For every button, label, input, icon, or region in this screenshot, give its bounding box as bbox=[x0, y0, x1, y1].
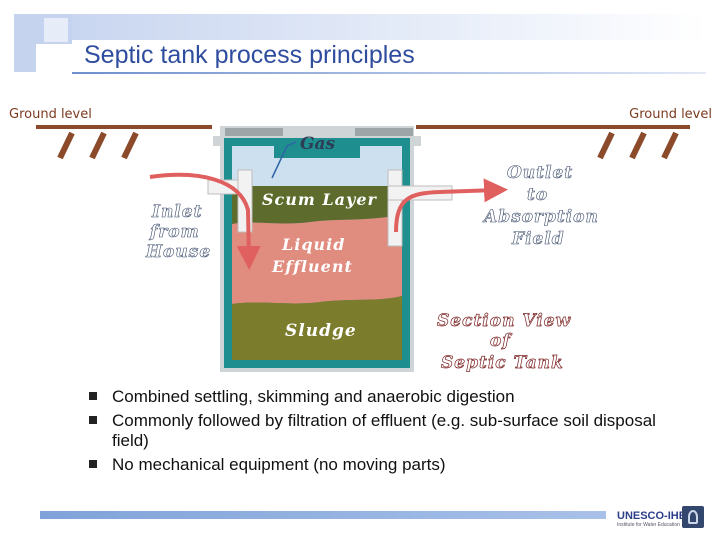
manhole-right bbox=[355, 128, 413, 136]
bullet-list: Combined settling, skimming and anaerobi… bbox=[88, 387, 658, 479]
section-view-line3: Septic Tank bbox=[441, 353, 564, 373]
unesco-ihe-logo-text: UNESCO-IHE bbox=[617, 510, 687, 522]
sludge-label: Sludge bbox=[285, 321, 357, 341]
scum-layer bbox=[232, 186, 402, 224]
bullet-item: Commonly followed by filtration of efflu… bbox=[88, 411, 658, 451]
ground-left bbox=[36, 125, 212, 160]
decorative-square-light bbox=[44, 18, 68, 42]
inlet-label-line1: Inlet bbox=[151, 202, 202, 222]
bullet-item: No mechanical equipment (no moving parts… bbox=[88, 455, 658, 475]
slide-title: Septic tank process principles bbox=[84, 41, 415, 69]
outlet-label-line3: Absorption bbox=[482, 207, 599, 227]
liquid-effluent-layer bbox=[232, 214, 402, 304]
title-underline bbox=[72, 72, 706, 74]
ground-level-label-left: Ground level bbox=[9, 107, 92, 122]
section-view-line1: Section View bbox=[437, 311, 572, 331]
inlet-label-line2: from bbox=[149, 222, 200, 242]
liquid-label-line2: Effluent bbox=[271, 257, 353, 276]
section-view-line2: of bbox=[490, 331, 512, 351]
ground-level-label-right: Ground level bbox=[629, 107, 712, 122]
manhole-left bbox=[225, 128, 283, 136]
gas-space bbox=[232, 158, 402, 190]
outflow-arrow bbox=[394, 178, 508, 233]
outlet-label-line4: Field bbox=[511, 229, 565, 249]
outlet-label-line2: to bbox=[527, 185, 548, 205]
liquid-label-line1: Liquid bbox=[281, 235, 345, 254]
sludge-layer bbox=[232, 296, 402, 360]
unesco-ihe-logo-icon bbox=[682, 506, 704, 528]
decorative-square-white bbox=[36, 44, 72, 72]
gas-label: Gas bbox=[300, 134, 336, 154]
gas-pointer bbox=[271, 141, 297, 179]
bullet-item: Combined settling, skimming and anaerobi… bbox=[88, 387, 658, 407]
inlet-label-line3: House bbox=[145, 242, 211, 262]
scum-layer-label: Scum Layer bbox=[262, 190, 378, 209]
unesco-ihe-logo-subtitle: Institute for Water Education bbox=[617, 522, 680, 528]
footer-bar bbox=[40, 511, 606, 519]
ground-right bbox=[416, 125, 690, 160]
outlet-label-line1: Outlet bbox=[507, 163, 573, 183]
title-gradient-bar bbox=[72, 14, 706, 40]
inflow-arrow bbox=[149, 172, 261, 270]
